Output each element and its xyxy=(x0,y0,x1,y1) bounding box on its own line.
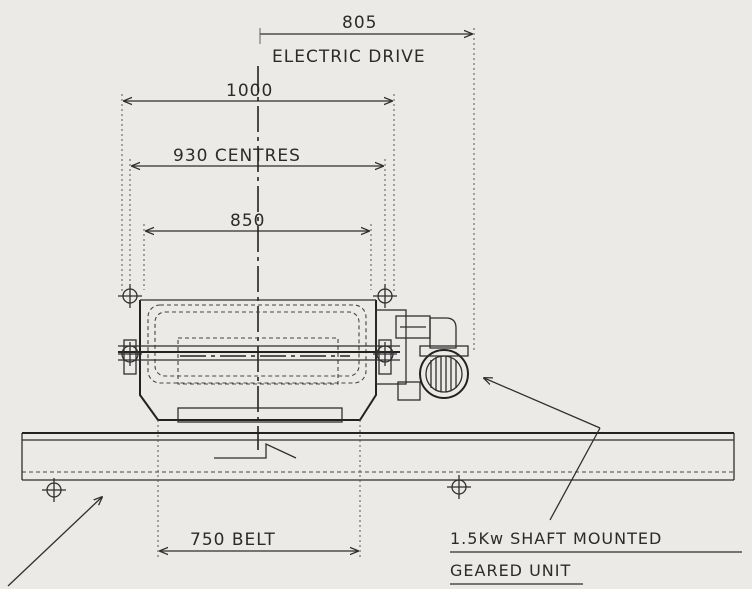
foot-bolt-left xyxy=(42,478,66,502)
note-line-1: 1.5Kw SHAFT MOUNTED xyxy=(450,529,662,548)
note-line-2: GEARED UNIT xyxy=(450,561,571,580)
electric-drive-value: 805 xyxy=(342,13,377,33)
bearing-mid-right xyxy=(373,339,397,375)
inner-width-value: 850 xyxy=(230,211,265,231)
overall-width-value: 1000 xyxy=(226,81,273,101)
geared-unit-note: 1.5Kw SHAFT MOUNTED GEARED UNIT xyxy=(450,529,742,585)
electric-drive-dimension: 805 ELECTRIC DRIVE xyxy=(259,13,475,352)
bearing-mid-left xyxy=(118,339,142,375)
conveyor-body xyxy=(118,299,400,423)
leader-base-frame xyxy=(7,497,102,587)
bearing-top-right xyxy=(373,284,397,308)
foot-bolt-right xyxy=(447,475,471,499)
geared-unit xyxy=(375,309,469,401)
bearing-top-left xyxy=(118,284,142,308)
belt-value: 750 BELT xyxy=(190,530,276,550)
belt-dimension: 750 BELT xyxy=(157,420,361,560)
centres-value: 930 CENTRES xyxy=(173,146,301,166)
electric-drive-label: ELECTRIC DRIVE xyxy=(272,47,426,67)
leader-geared-unit xyxy=(484,378,601,521)
base-frame xyxy=(21,432,735,481)
